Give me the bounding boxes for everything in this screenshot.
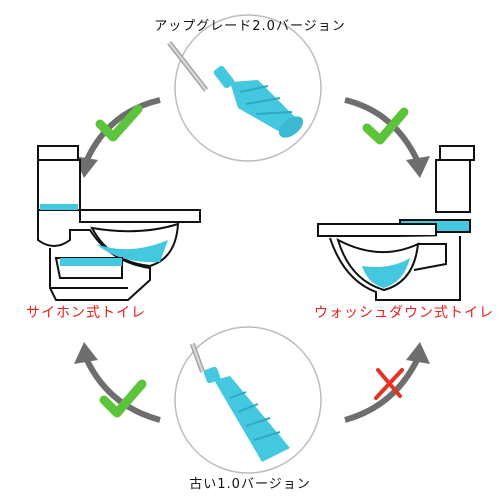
check-icon-top-left [95, 104, 143, 142]
siphon-toilet-caption: サイホン式トイレ [26, 305, 146, 321]
old-plunger-icon [189, 342, 290, 462]
old-version-caption: 古い1.0バージョン [189, 477, 311, 492]
arrow-top-right [344, 97, 430, 178]
siphon-toilet [37, 145, 201, 301]
arrow-bottom-right [344, 342, 430, 423]
bottom-plunger-circle [174, 326, 322, 474]
top-plunger-circle [167, 14, 322, 162]
check-icon-top-right [362, 107, 409, 145]
cross-icon-bottom-right [374, 368, 404, 400]
upgraded-version-caption: アップグレード2.0バージョン [154, 19, 346, 34]
check-icon-bottom-left [99, 379, 147, 418]
washdown-toilet [317, 145, 475, 301]
upgraded-plunger-icon [167, 41, 304, 138]
arrow-bottom-left [74, 342, 161, 423]
washdown-toilet-caption: ウォッシュダウン式トイレ [314, 305, 494, 321]
